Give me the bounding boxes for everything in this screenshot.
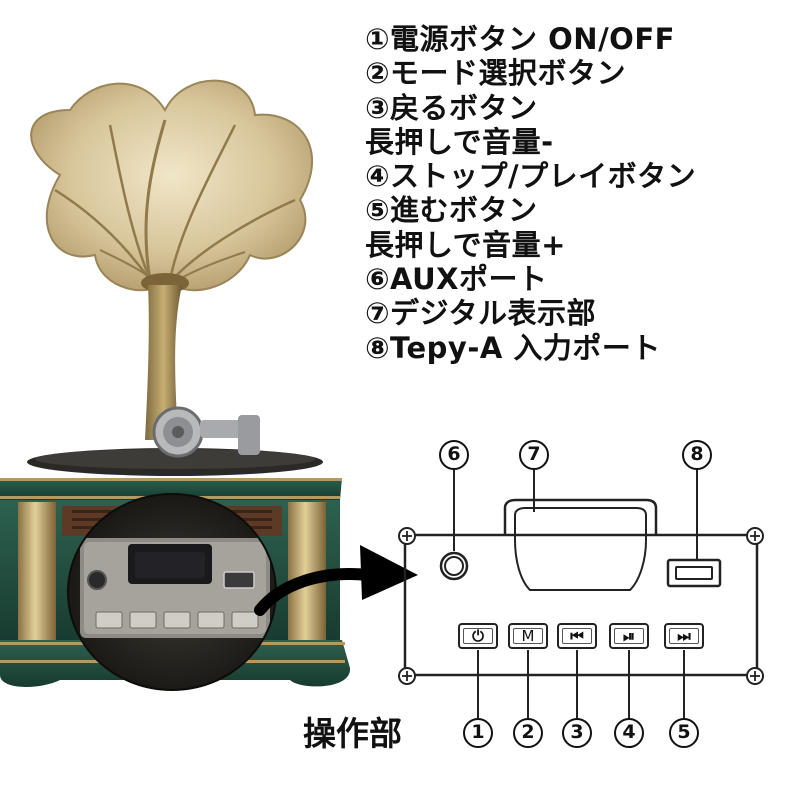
horn bbox=[30, 79, 313, 293]
callout-lines bbox=[453, 467, 698, 718]
callout-play: 4 bbox=[614, 718, 644, 748]
legend-line-1: ①電源ボタン ON/OFF bbox=[365, 22, 675, 56]
power-icon: ⏻ bbox=[472, 627, 484, 645]
tonearm bbox=[152, 406, 260, 458]
callout-display: 7 bbox=[519, 440, 549, 470]
zoom-detail bbox=[67, 493, 277, 691]
legend-line-3: ③戻るボタン bbox=[365, 90, 538, 125]
legend-line-6: ⑤進むボタン bbox=[365, 193, 538, 228]
power-button: ⏻ bbox=[458, 623, 498, 649]
pointer-arrow bbox=[254, 545, 418, 616]
skip-back-icon: ⏮ bbox=[570, 627, 584, 645]
screw-holes bbox=[398, 527, 764, 685]
panel-title: 操作部 bbox=[303, 714, 402, 753]
legend-line-7: 長押しで音量+ bbox=[365, 227, 566, 262]
callout-mode: 2 bbox=[513, 718, 543, 748]
callout-power: 1 bbox=[463, 718, 493, 748]
control-panel-diagram bbox=[403, 498, 759, 677]
callout-next: 5 bbox=[669, 718, 699, 748]
horn-neck bbox=[145, 285, 182, 440]
legend-line-8: ⑥AUXポート bbox=[365, 262, 548, 297]
legend-line-10: ⑧Tepy-A 入力ポート bbox=[365, 330, 661, 365]
callout-aux: 6 bbox=[439, 440, 469, 470]
legend-line-5: ④ストップ/プレイボタン bbox=[365, 159, 697, 194]
callout-prev: 3 bbox=[562, 718, 592, 748]
prev-button: ⏮ bbox=[557, 623, 597, 649]
callout-usb: 8 bbox=[682, 440, 712, 470]
skip-forward-icon: ⏭ bbox=[677, 627, 691, 645]
feature-legend: ①電源ボタン ON/OFF ②モード選択ボタン ③戻るボタン 長押しで音量- ④… bbox=[365, 22, 785, 365]
play-pause-button: ⏯ bbox=[609, 623, 649, 649]
play-pause-icon: ⏯ bbox=[622, 627, 635, 645]
mode-button: M bbox=[508, 623, 548, 649]
legend-line-9: ⑦デジタル表示部 bbox=[365, 296, 596, 331]
legend-line-2: ②モード選択ボタン bbox=[365, 56, 627, 91]
legend-line-4: 長押しで音量- bbox=[365, 124, 554, 159]
next-button: ⏭ bbox=[664, 623, 704, 649]
mode-letter: M bbox=[521, 627, 535, 645]
